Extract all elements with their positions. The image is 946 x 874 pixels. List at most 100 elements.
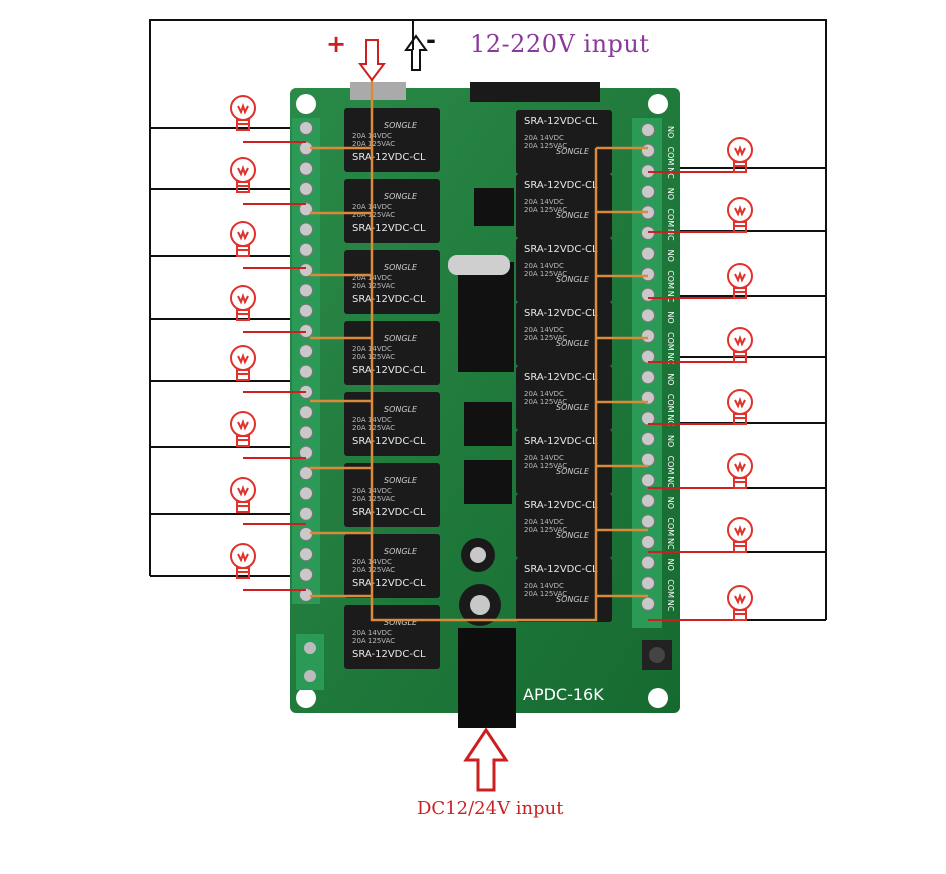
relay-brand-label: SONGLE	[556, 275, 590, 284]
relay-brand-label: SONGLE	[384, 618, 418, 627]
terminal-label: NO	[666, 373, 675, 385]
terminal-label: NC	[666, 167, 675, 179]
microcontroller-chip	[458, 262, 514, 372]
dc-jack	[458, 628, 516, 728]
relay-rating-label: 20A 125VAC	[352, 424, 395, 432]
light-bulb-icon	[230, 411, 256, 447]
terminal-screw	[641, 329, 655, 343]
relay-rating-label: 20A 125VAC	[524, 590, 567, 598]
bulb-filament	[734, 270, 746, 283]
relay-rating-label: 20A 14VDC	[524, 518, 564, 526]
mount-hole	[296, 94, 316, 114]
bulb-filament	[734, 204, 746, 217]
relay-brand-label: SONGLE	[384, 405, 418, 414]
terminal-label: NC	[666, 476, 675, 488]
terminal-label: COM	[666, 147, 675, 166]
relay-rating-label: 20A 125VAC	[352, 353, 395, 361]
relay-brand-label: SONGLE	[556, 211, 590, 220]
light-bulb-icon	[727, 197, 753, 233]
relay-part-label: SRA-12VDC-CL	[352, 152, 426, 163]
terminal-label: NO	[666, 188, 675, 200]
terminal-screw	[299, 567, 313, 582]
relay-rating-label: 20A 125VAC	[524, 206, 567, 214]
light-bulb-icon	[230, 157, 256, 193]
bulb-filament	[237, 228, 249, 241]
light-bulb-icon	[727, 517, 753, 553]
arrow-up-icon	[463, 727, 509, 792]
relay-rating-label: 20A 125VAC	[524, 398, 567, 406]
terminal-label: NC	[666, 229, 675, 241]
terminal-label: COM	[666, 456, 675, 475]
terminal-label: COM	[666, 332, 675, 351]
bulb-filament	[734, 334, 746, 347]
negative-label: -	[426, 26, 436, 54]
terminal-screw	[641, 246, 655, 261]
terminal-screw	[641, 576, 655, 591]
terminal-screw	[299, 425, 313, 440]
relay-part-label: SRA-12VDC-CL	[524, 372, 598, 383]
relay-part-label: SRA-12VDC-CL	[352, 365, 426, 376]
mount-hole	[296, 688, 316, 708]
terminal-screw	[299, 445, 313, 460]
lamp-loads	[230, 95, 753, 621]
terminal-screw	[641, 514, 655, 529]
light-bulb-icon	[727, 327, 753, 363]
relay-part-label: SRA-12VDC-CL	[352, 649, 426, 660]
terminal-screw	[299, 344, 313, 359]
terminal-screw	[299, 364, 313, 379]
terminal-label: NO	[666, 559, 675, 571]
terminal-screw	[299, 263, 313, 278]
bulb-filament	[734, 144, 746, 157]
relay-brand-label: SONGLE	[556, 595, 590, 604]
relay-rating-label: 20A 14VDC	[524, 198, 564, 206]
positive-input-arrow	[358, 39, 386, 82]
relay-brand-label: SONGLE	[384, 547, 418, 556]
terminal-screw	[299, 486, 313, 501]
relay-body	[516, 174, 612, 238]
bulb-filament	[237, 550, 249, 563]
terminal-label: COM	[666, 517, 675, 536]
light-bulb-icon	[230, 95, 256, 131]
terminal-block-right: NOCOMNCNOCOMNCNOCOMNCNOCOMNCNOCOMNCNOCOM…	[632, 118, 675, 628]
relay-rating-label: 20A 14VDC	[524, 454, 564, 462]
relay-body	[516, 302, 612, 366]
terminal-label: NO	[666, 126, 675, 138]
driver-chip	[464, 402, 512, 446]
relay-body	[516, 430, 612, 494]
relay-rating-label: 20A 125VAC	[352, 495, 395, 503]
relay-brand-label: SONGLE	[556, 339, 590, 348]
relay-part-label: SRA-12VDC-CL	[524, 308, 598, 319]
relay-part-label: SRA-12VDC-CL	[524, 180, 598, 191]
positive-label: +	[326, 30, 347, 58]
terminal-screw	[641, 473, 655, 488]
relay-brand-label: SONGLE	[556, 403, 590, 412]
terminal-screw	[299, 303, 313, 318]
terminal-label: NO	[666, 311, 675, 323]
relay-rating-label: 20A 125VAC	[352, 637, 395, 645]
relay-brand-label: SONGLE	[384, 476, 418, 485]
dc-input-label: DC12/24V input	[417, 798, 564, 819]
relay-body	[344, 392, 440, 456]
relay-part-label: SRA-12VDC-CL	[524, 436, 598, 447]
terminal-label: NO	[666, 497, 675, 509]
mount-hole	[648, 94, 668, 114]
relay-part-label: SRA-12VDC-CL	[352, 294, 426, 305]
terminal-screw	[641, 493, 655, 508]
terminal-label: NC	[666, 538, 675, 550]
terminal-screw	[299, 466, 313, 481]
capacitor	[470, 547, 486, 563]
board-model: APDC-16K	[523, 685, 604, 704]
terminal-label: NC	[666, 291, 675, 303]
bulb-filament	[237, 484, 249, 497]
relay-body	[344, 463, 440, 527]
light-bulb-icon	[230, 477, 256, 513]
